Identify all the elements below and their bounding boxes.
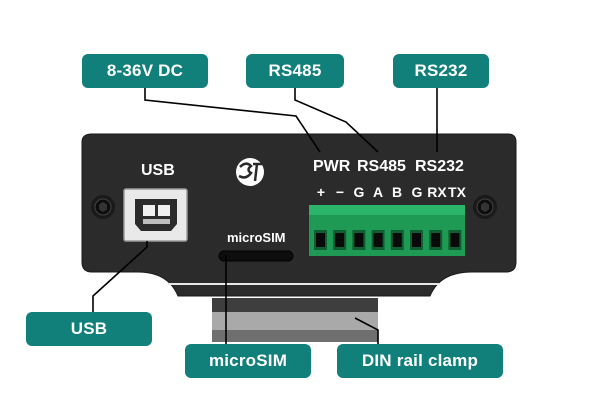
terminal-hole (335, 233, 345, 247)
usb-port-label: USB (141, 162, 175, 179)
callout-rs485: RS485 (246, 54, 344, 88)
callout-rs232: RS232 (393, 54, 489, 88)
terminal-label: RX (427, 184, 447, 200)
callout-usb: USB (26, 312, 152, 346)
screw-right (473, 195, 497, 219)
terminal-label: A (372, 184, 384, 200)
terminal-label: G (411, 184, 423, 200)
leader-din (354, 317, 379, 344)
logo (236, 158, 264, 186)
microsim-slot (218, 250, 294, 262)
terminal-hole (316, 233, 325, 247)
microsim-slot-label: microSIM (227, 230, 286, 245)
callout-dc: 8-36V DC (82, 54, 208, 88)
leader-lines (92, 88, 438, 344)
terminal-label: B (391, 184, 403, 200)
rs485-label: RS485 (357, 158, 406, 175)
terminal-label: G (353, 184, 365, 200)
terminal-label: − (335, 184, 345, 200)
terminal-hole (373, 233, 383, 247)
terminal-slots (314, 230, 462, 250)
terminal-hole (354, 233, 364, 247)
usb-port (123, 188, 188, 242)
leader-rs485 (294, 88, 379, 153)
callout-microsim: microSIM (185, 344, 311, 378)
din-rail-clamp (212, 298, 378, 342)
pwr-label: PWR (313, 158, 351, 175)
terminal-hole (412, 233, 421, 247)
terminal-block (309, 205, 465, 256)
terminal-hole (431, 233, 441, 247)
terminal-hole (450, 233, 460, 247)
terminal-hole (392, 233, 402, 247)
leader-dc (144, 88, 321, 153)
terminal-label: + (316, 184, 326, 200)
callout-din: DIN rail clamp (337, 344, 503, 378)
terminal-label: TX (448, 184, 466, 200)
leader-usb (92, 241, 148, 312)
screw-left (91, 195, 115, 219)
rs232-label: RS232 (415, 158, 464, 175)
